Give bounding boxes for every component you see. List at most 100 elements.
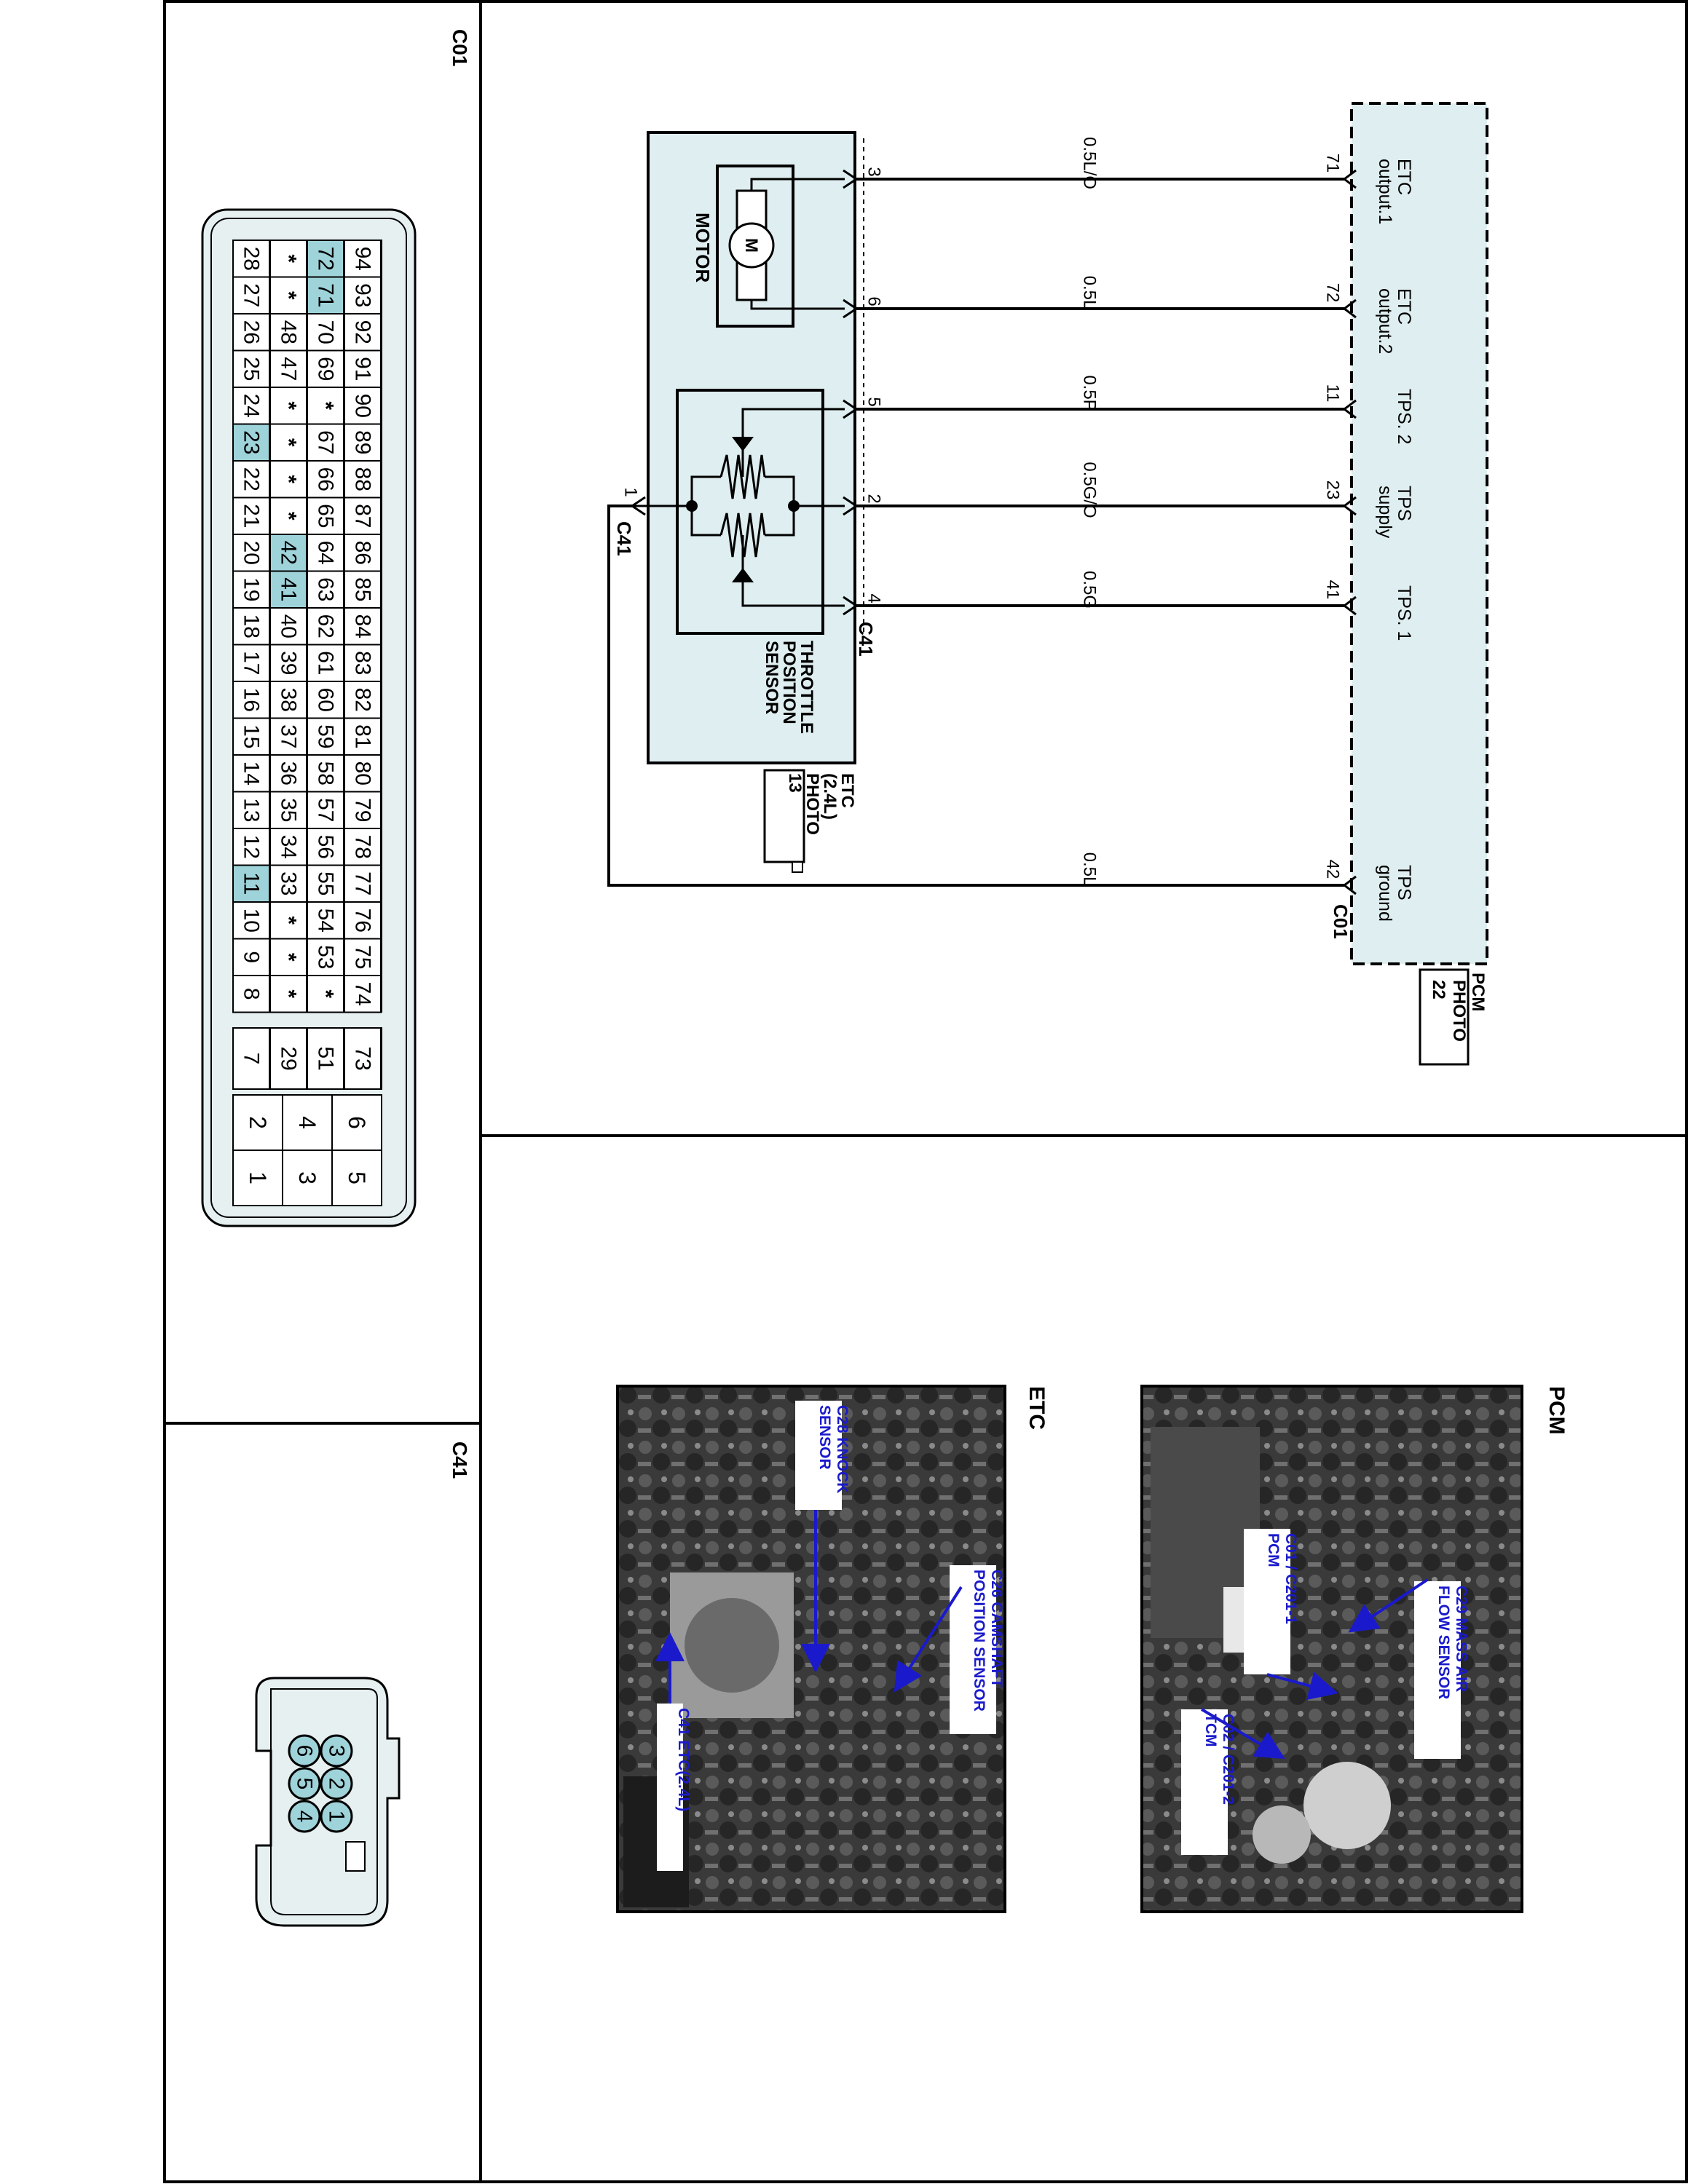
pcm-pin-label-2: output.2 — [1375, 288, 1395, 354]
tps-lead-5 — [741, 408, 845, 419]
c41-pin-number: 6 — [293, 1745, 317, 1757]
callout-etc-bg — [657, 1704, 683, 1871]
callout-maf-line2: FLOW SENSOR — [1435, 1586, 1452, 1699]
schematic: PCM PHOTO 22 C01 M MOTOR — [607, 102, 1488, 1066]
c01-pin-number: 36 — [277, 761, 301, 786]
tps-label-line1: THROTTLE — [797, 641, 816, 734]
c01-pin-number: 72 — [314, 247, 338, 271]
c41-pin-cavity — [320, 1734, 353, 1768]
c01-side-pin-cell — [344, 1027, 382, 1090]
pcm-photo-number: 22 — [1429, 980, 1448, 1000]
c01-pin-number: 25 — [240, 357, 264, 381]
c01-pin-number: 54 — [314, 909, 338, 933]
c41-connector-title: C41 — [449, 1441, 471, 1479]
c01-pin-number: 86 — [351, 541, 375, 565]
c01-pin-cell — [232, 828, 270, 866]
tps-resistor-1 — [719, 454, 766, 499]
c01-pin-number: 40 — [277, 614, 301, 638]
c01-side-pin-number: 51 — [314, 1046, 338, 1070]
c01-power-pin-cell — [232, 1150, 283, 1206]
c01-pin-cell — [344, 607, 382, 646]
wire-color-code: 0.5L/O — [1080, 137, 1100, 189]
c01-pin-cell — [269, 496, 307, 535]
c01-pin-cell — [344, 828, 382, 866]
c01-pin-number: 37 — [277, 724, 301, 748]
c01-pin-number: * — [314, 401, 338, 410]
c41-pin-cavity — [320, 1767, 353, 1800]
callout-c02-arrow — [1200, 1708, 1285, 1760]
etc-connector-label: C41 — [855, 622, 877, 657]
c01-power-pin-number: 4 — [294, 1116, 320, 1129]
c01-pin-cell — [344, 681, 382, 719]
c01-pin-number: 91 — [351, 357, 375, 381]
callout-c02-line1: C02 / C201-2 — [1220, 1714, 1237, 1805]
etc-pin-chevron — [843, 496, 859, 516]
tps-wiper-arrow-2 — [732, 568, 754, 582]
c01-pin-number: 12 — [240, 835, 264, 859]
etc-photo-bore — [685, 1598, 779, 1693]
c41-pin-cavity — [288, 1800, 321, 1833]
c01-pin-number: 15 — [240, 724, 264, 748]
c01-pin-cell — [344, 975, 382, 1013]
c01-pin-number: 42 — [277, 541, 301, 565]
c01-pin-number: 22 — [240, 467, 264, 491]
c01-pin-number: 87 — [351, 504, 375, 528]
c01-pin-number: 41 — [277, 577, 301, 601]
c41-pin-number: 1 — [325, 1811, 349, 1823]
c01-pin-cell — [307, 313, 344, 352]
etc-pin-number: 6 — [864, 296, 884, 306]
c01-pin-cell — [344, 276, 382, 314]
tps-node-supply — [788, 500, 800, 512]
c01-pin-cell — [269, 423, 307, 462]
pcm-photo-label: PHOTO — [1449, 980, 1469, 1042]
c01-pin-number: 56 — [314, 835, 338, 859]
c01-pin-cell — [344, 496, 382, 535]
c01-pin-number: 8 — [240, 988, 264, 1000]
pcm-pin-number: 42 — [1323, 860, 1343, 879]
c01-pin-number: 14 — [240, 761, 264, 786]
c01-pin-number: * — [277, 989, 301, 998]
pcm-pin-chevron — [1342, 298, 1357, 319]
c01-pin-number: 65 — [314, 504, 338, 528]
c01-pin-cell — [307, 975, 344, 1013]
callout-cam-line2: POSITION SENSOR — [971, 1570, 987, 1712]
callout-c01-arrow — [1266, 1671, 1338, 1701]
c01-pin-cell — [269, 938, 307, 976]
c01-pin-number: 28 — [240, 247, 264, 271]
pcm-pin-number: 23 — [1323, 480, 1343, 500]
c01-side-pin-cell — [232, 1027, 270, 1090]
c01-pin-number: 62 — [314, 614, 338, 638]
pcm-pin-label: ETC — [1394, 288, 1414, 325]
c01-pin-number: 84 — [351, 614, 375, 638]
c01-pin-number: 83 — [351, 651, 375, 675]
tps-node-ground — [686, 500, 698, 512]
c01-pin-cell — [269, 864, 307, 903]
c01-power-pin-number: 6 — [344, 1116, 370, 1129]
tps-label-line3: SENSOR — [762, 641, 781, 714]
motor-label: MOTOR — [692, 213, 714, 283]
c01-pin-number: * — [277, 438, 301, 447]
callout-cam-arrow — [894, 1586, 963, 1693]
etc-pin-number: 5 — [864, 397, 884, 406]
c01-pin-cell — [307, 864, 344, 903]
c01-pin-number: 63 — [314, 577, 338, 601]
c01-power-pin-cell — [232, 1094, 283, 1151]
c41-pin-number: 4 — [293, 1811, 317, 1823]
c01-pin-cell — [232, 644, 270, 682]
motor-lead-1 — [750, 178, 845, 191]
c01-side-pin-number: 29 — [277, 1046, 301, 1070]
c01-pin-number: * — [277, 291, 301, 300]
pcm-photo-title: PCM — [1545, 1386, 1569, 1435]
callout-c01-bg — [1244, 1529, 1290, 1674]
callout-etc-line: C41 ETC(2.4L) — [675, 1708, 692, 1811]
pcm-photo-cap — [1253, 1805, 1311, 1864]
tps-lead-4 — [741, 596, 845, 607]
c01-pin-number: 82 — [351, 688, 375, 712]
c01-pin-number: 53 — [314, 945, 338, 969]
pcm-pin-chevron — [1342, 169, 1357, 189]
pcm-pin-label: TPS — [1394, 486, 1414, 521]
c01-pin-cell — [232, 938, 270, 976]
c01-pin-cell — [269, 240, 307, 278]
callout-c02-bg — [1181, 1709, 1228, 1855]
c01-pin-cell — [269, 828, 307, 866]
